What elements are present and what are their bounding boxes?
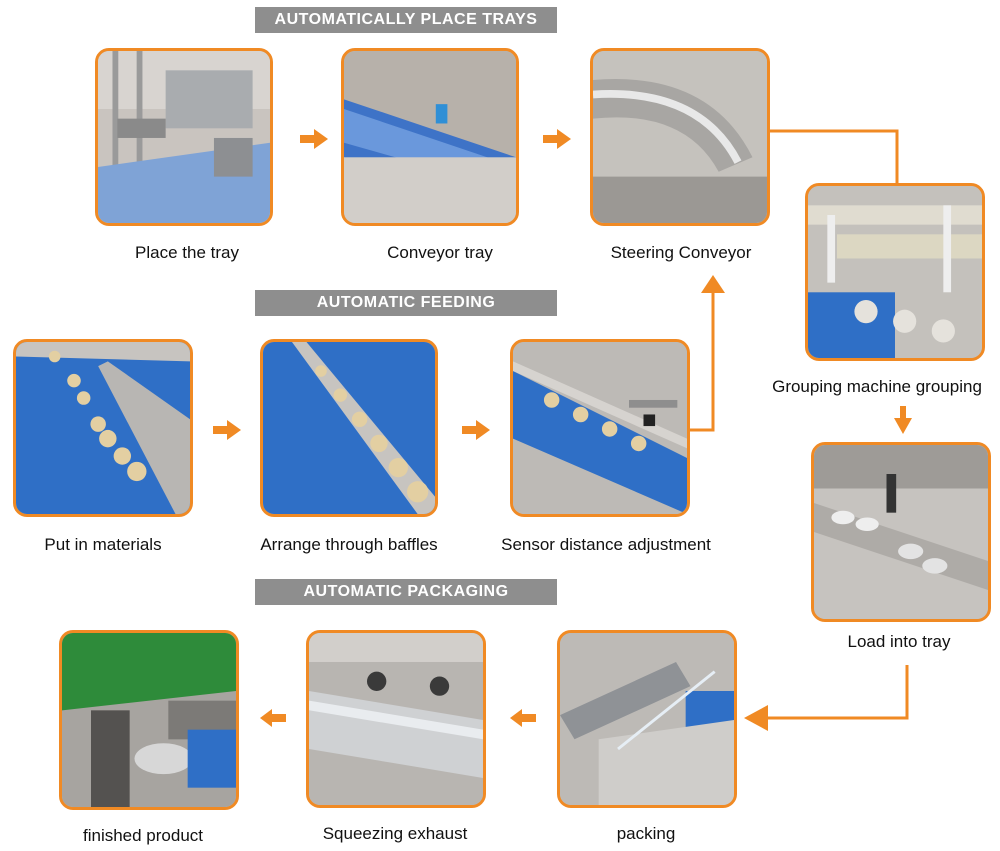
- photo-squeezing-exhaust: [306, 630, 486, 808]
- caption-packing: packing: [616, 824, 676, 843]
- photo-conveyor-tray: [341, 48, 519, 226]
- caption-steering-conveyor: Steering Conveyor: [610, 243, 752, 262]
- arrow-left-icon: [260, 709, 286, 727]
- caption-arrange-baffles: Arrange through baffles: [260, 535, 438, 554]
- section-banner-feeding: AUTOMATIC FEEDING: [255, 290, 557, 316]
- connector-arrowhead-up: [701, 275, 725, 293]
- caption-load-into-tray: Load into tray: [847, 632, 951, 651]
- connector-arrowhead-down: [894, 418, 912, 434]
- section-banner-packaging: AUTOMATIC PACKAGING: [255, 579, 557, 605]
- photo-place-tray: [95, 48, 273, 226]
- photo-arrange-baffles: [260, 339, 438, 517]
- photo-load-into-tray: [811, 442, 991, 622]
- caption-sensor-adjustment: Sensor distance adjustment: [501, 535, 711, 554]
- photo-sensor-adjustment: [510, 339, 690, 517]
- section-banner-trays: AUTOMATICALLY PLACE TRAYS: [255, 7, 557, 33]
- photo-steering-conveyor: [590, 48, 770, 226]
- caption-grouping: Grouping machine grouping: [772, 377, 982, 396]
- caption-place-tray: Place the tray: [135, 243, 239, 262]
- connector-arrowhead-left: [744, 705, 768, 731]
- arrow-right-icon: [213, 420, 241, 440]
- caption-put-in-materials: Put in materials: [44, 535, 162, 554]
- arrow-right-icon: [543, 129, 571, 149]
- arrow-left-icon: [510, 709, 536, 727]
- caption-conveyor-tray: Conveyor tray: [387, 243, 493, 262]
- photo-put-in-materials: [13, 339, 193, 517]
- connector-load-to-packing: [768, 665, 909, 720]
- caption-squeezing-exhaust: Squeezing exhaust: [322, 824, 468, 843]
- connector-sensor-to-steering: [690, 290, 715, 432]
- photo-finished-product: [59, 630, 239, 810]
- arrow-right-icon: [462, 420, 490, 440]
- photo-packing: [557, 630, 737, 808]
- connector-stem-down: [900, 406, 906, 420]
- connector-steering-to-grouping: [770, 129, 899, 185]
- photo-grouping: [805, 183, 985, 361]
- caption-finished-product: finished product: [82, 826, 204, 845]
- arrow-right-icon: [300, 129, 328, 149]
